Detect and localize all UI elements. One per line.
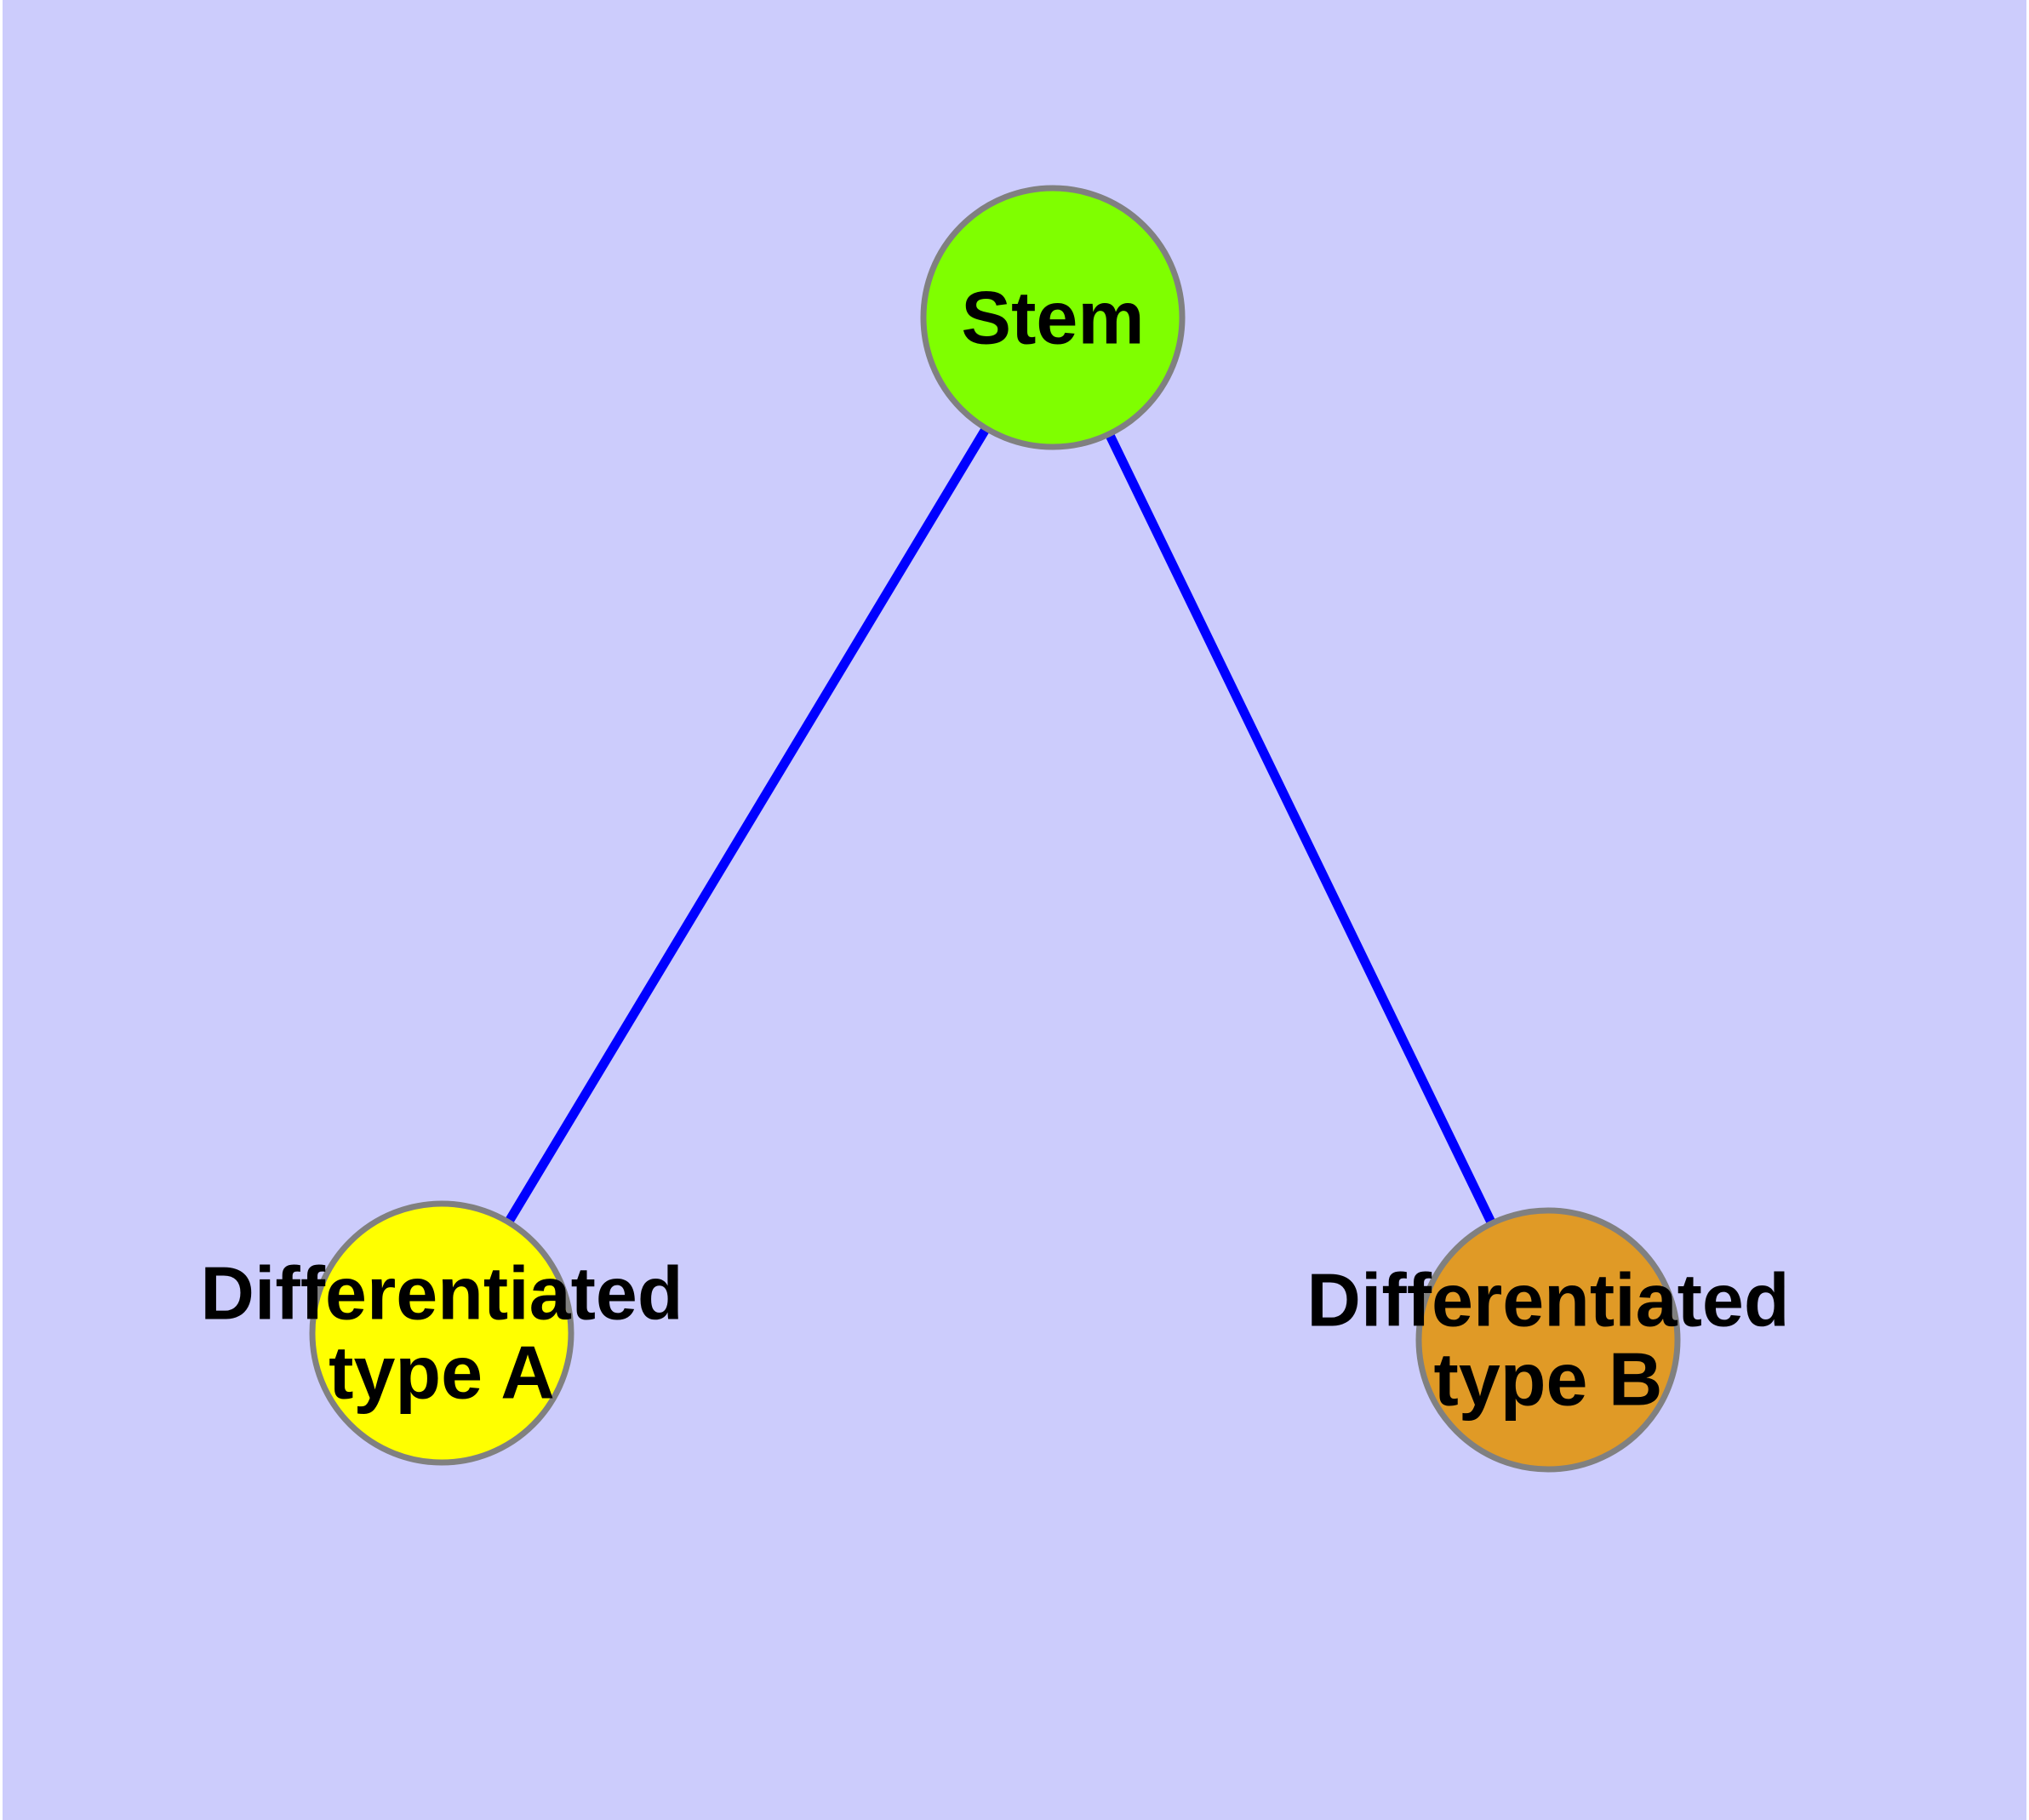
node-diff_b[interactable]: [1415, 1207, 1681, 1473]
edge-stem-diff-b[interactable]: [1049, 315, 1552, 1342]
edge-stem-diff-a[interactable]: [437, 315, 1057, 1336]
nodes-layer: [309, 185, 1681, 1473]
node-stem[interactable]: [920, 185, 1186, 450]
edges-layer: [437, 315, 1552, 1342]
node-diff_a[interactable]: [309, 1200, 574, 1466]
